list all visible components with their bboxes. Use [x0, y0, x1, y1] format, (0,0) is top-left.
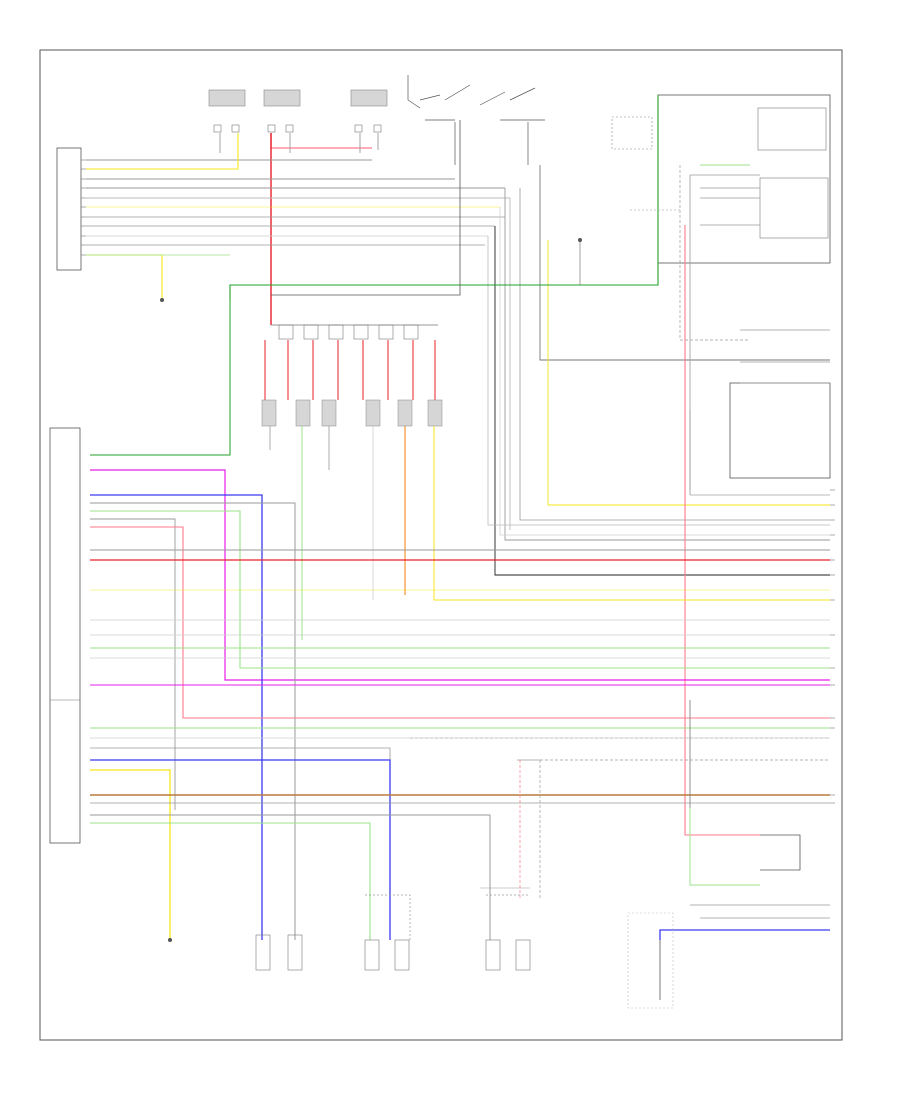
bottom-sensors [255, 934, 531, 971]
right-terminals [830, 489, 835, 804]
injector-feeds [264, 340, 436, 400]
module-box-right [729, 382, 831, 479]
ignition-switch-area [407, 75, 545, 165]
top-sensor-pins [213, 124, 382, 133]
diagram-border [39, 49, 843, 1041]
injector-relays [278, 324, 419, 340]
top-left-connector [56, 147, 82, 271]
injectors [261, 399, 443, 427]
engine-control-module [49, 427, 81, 844]
top-left-pins [81, 159, 86, 256]
top-sensors [208, 89, 388, 107]
